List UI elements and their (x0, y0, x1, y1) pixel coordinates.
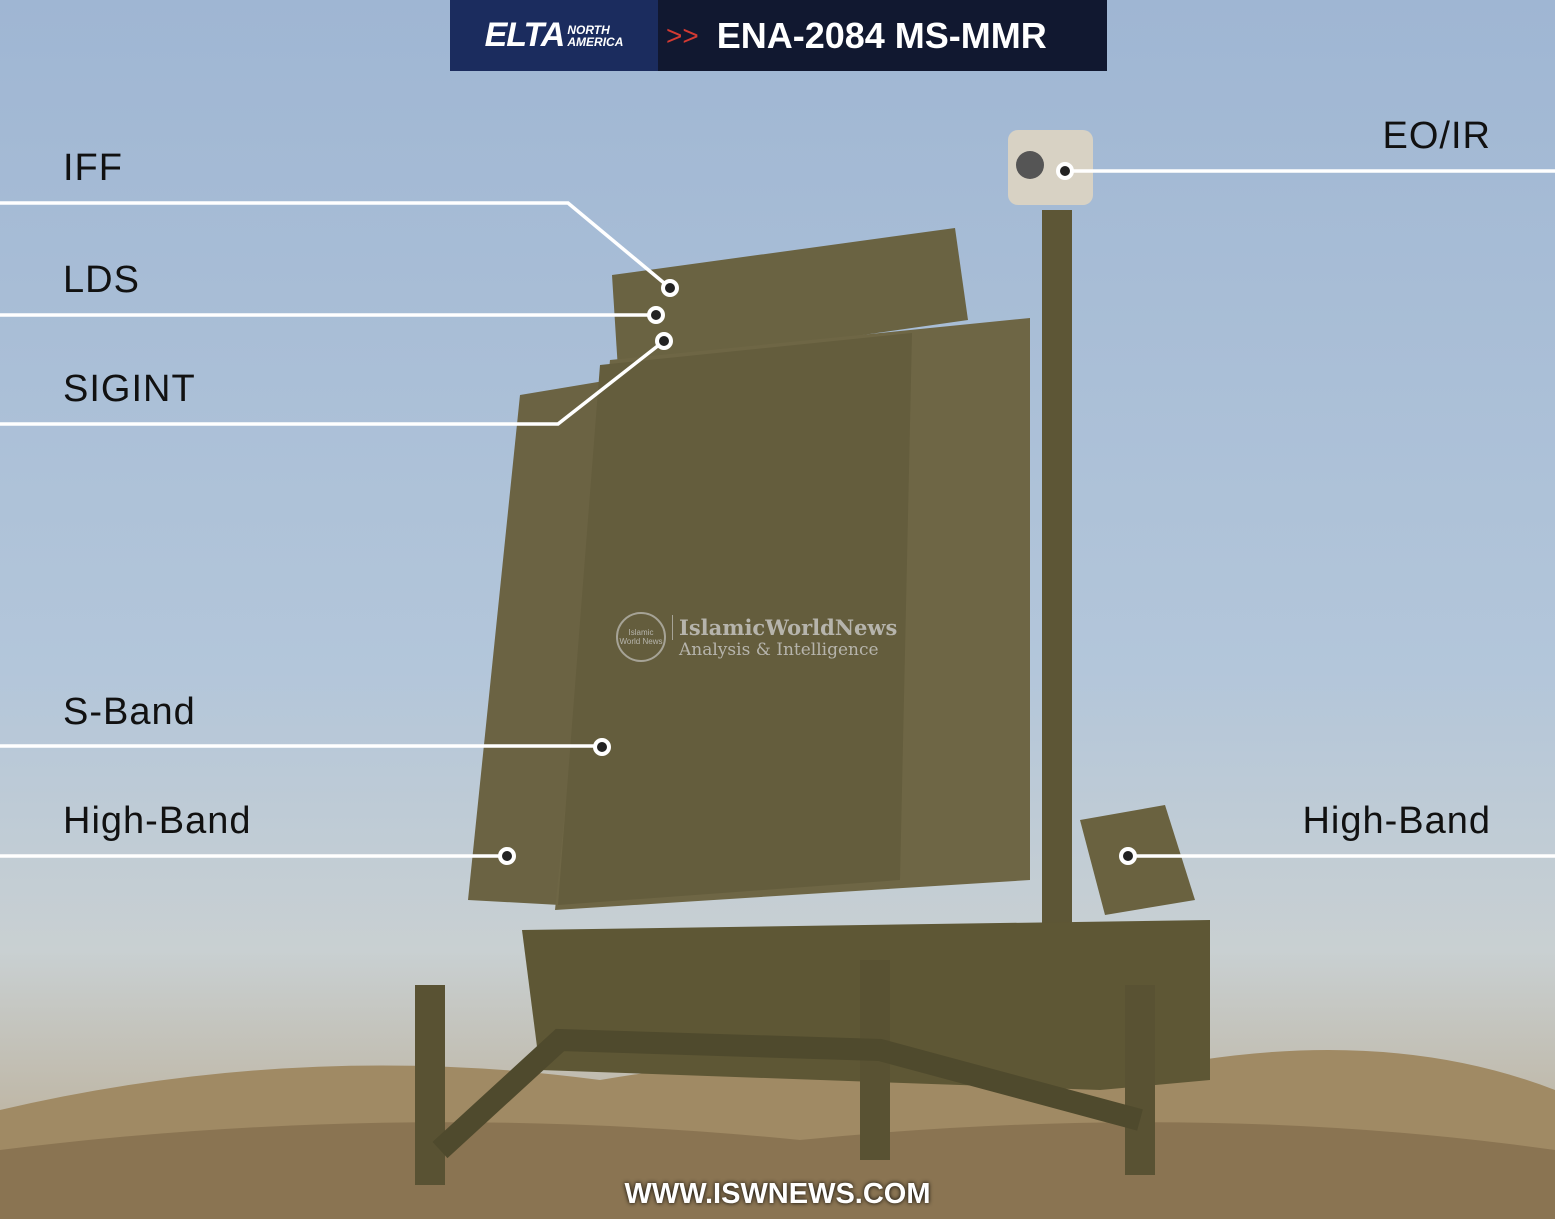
sigint-marker (655, 332, 673, 350)
iff-marker (661, 279, 679, 297)
callout-lines (0, 169, 1555, 858)
label-high-band-left: High-Band (63, 800, 252, 842)
s-band-marker (593, 738, 611, 756)
label-lds: LDS (63, 259, 140, 301)
high-band-left-marker (498, 847, 516, 865)
logo-sub: NORTH (567, 22, 610, 37)
label-s-band: S-Band (63, 691, 196, 733)
title-text: ENA-2084 MS-MMR (716, 14, 1047, 56)
label-iff: IFF (63, 147, 123, 189)
eo-ir-marker (1056, 162, 1074, 180)
lds-marker (647, 306, 665, 324)
label-eo-ir: EO/IR (1382, 115, 1491, 157)
watermark-name: IslamicWorldNews (672, 614, 897, 640)
left-panel (468, 380, 610, 905)
footer-url: WWW.ISWNEWS.COM (624, 1178, 931, 1210)
top-housing (612, 228, 968, 370)
watermark: Islamic World News IslamicWorldNews Anal… (616, 612, 897, 662)
high-band-right-panel (1080, 805, 1195, 915)
watermark-tagline: Analysis & Intelligence (679, 639, 879, 660)
mast (1042, 210, 1072, 1010)
label-high-band-right: High-Band (1302, 800, 1491, 842)
label-sigint: SIGINT (63, 368, 196, 410)
eo-ir-sensor (1008, 130, 1093, 205)
watermark-badge: Islamic World News (616, 612, 666, 662)
logo-sub: AMERICA (567, 34, 624, 49)
chevron-icon: >> (666, 19, 699, 51)
product-title: >> ENA-2084 MS-MMR (658, 0, 1107, 71)
high-band-right-marker (1119, 847, 1137, 865)
